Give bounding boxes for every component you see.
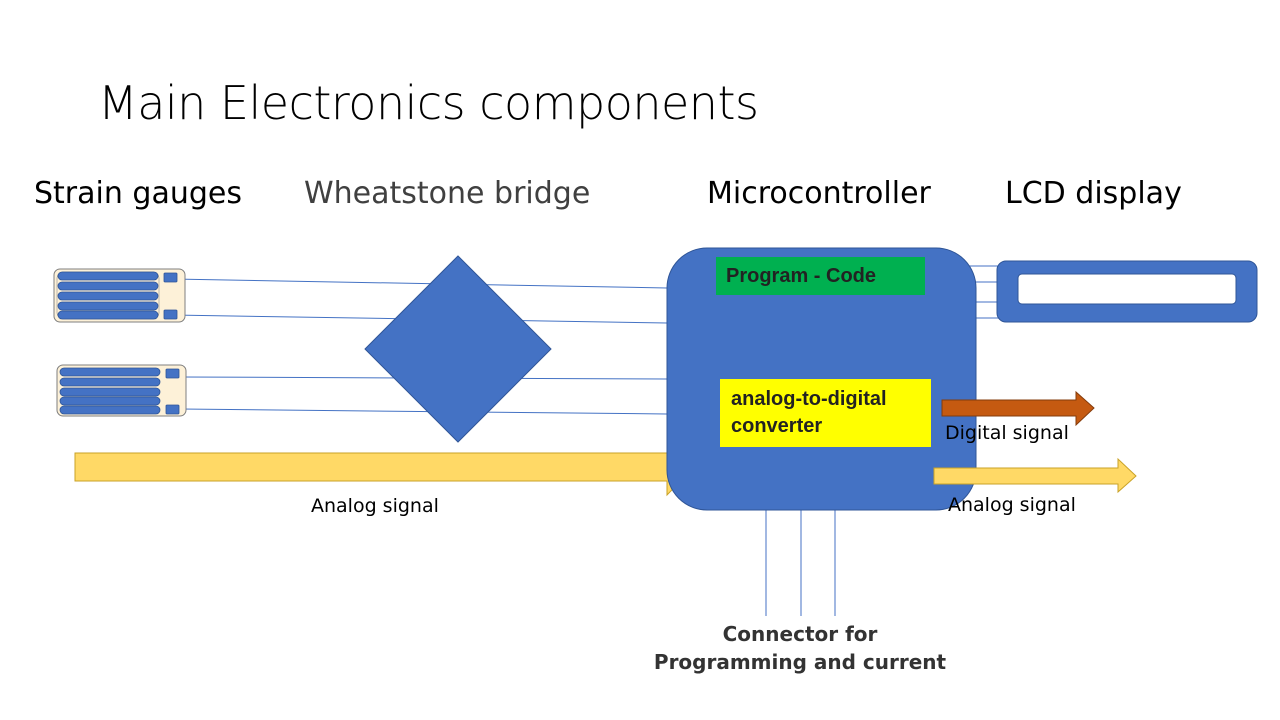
wire-gauge1-top [171,278,668,289]
slide-title: Main Electronics components [98,76,759,130]
program-code-box: Program - Code [716,257,925,295]
analog-output-arrow [933,457,1137,494]
wire-gauge2-bottom [179,408,668,415]
analog-output-label: Analog signal [948,494,1076,516]
connector-label: Connector for Programming and current [653,622,947,674]
adc-box: analog-to-digital converter [720,379,931,447]
header-wheatstone-bridge: Wheatstone bridge [304,176,591,211]
digital-signal-arrow [941,390,1095,427]
lcd-screen [1017,273,1237,305]
strain-gauge-2 [56,364,187,417]
connector-wires [765,510,836,616]
analog-signal-arrow [74,434,697,497]
analog-signal-label: Analog signal [311,495,439,517]
header-lcd-display: LCD display [1005,176,1182,211]
wheatstone-bridge-diamond [364,255,552,443]
digital-signal-label: Digital signal [945,422,1069,444]
lcd-display [996,260,1258,323]
strain-gauge-1 [53,268,186,323]
header-microcontroller: Microcontroller [707,176,931,211]
header-strain-gauges: Strain gauges [34,176,242,211]
